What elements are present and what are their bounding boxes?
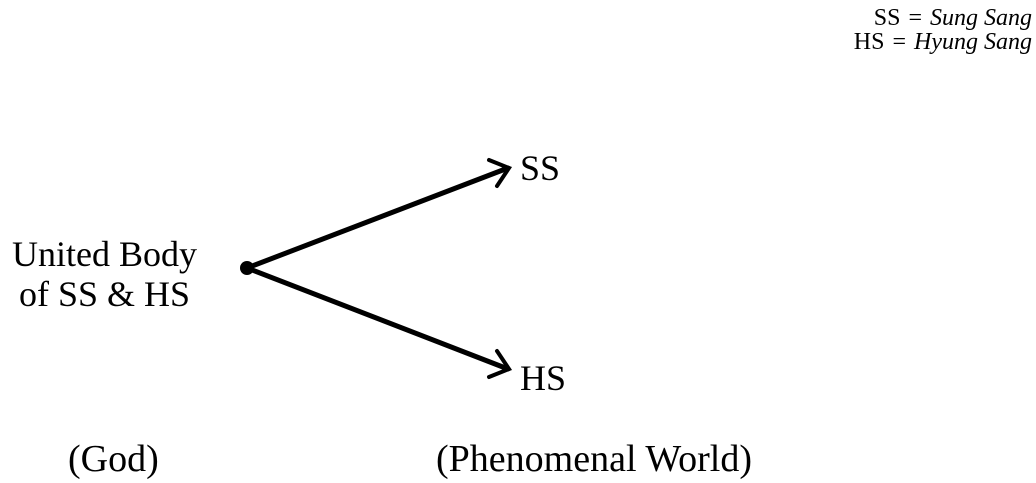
target-node-ss: SS [520, 148, 561, 188]
legend-abbr: SS [873, 5, 901, 31]
target-node-hs: HS [520, 358, 567, 398]
legend-equals: = [892, 29, 907, 55]
legend: SS=Sung Sang HS=Hyung Sang [854, 6, 1032, 54]
legend-row-hs: HS = Hyung Sang [854, 30, 1032, 54]
origin-dot [240, 261, 254, 275]
arrowhead-ss-icon [487, 158, 513, 188]
legend-full-name: Sung Sang [930, 5, 1032, 31]
source-label-line-2: of SS & HS [18, 274, 191, 314]
legend-equals: = [908, 5, 922, 31]
legend-full-name: Hyung Sang [914, 29, 1032, 55]
legend-abbr: HS [853, 29, 885, 55]
legend-row-ss: SS = Sung Sang [854, 6, 1032, 30]
arrow-to-ss [244, 158, 513, 271]
arrow-to-hs [244, 265, 513, 379]
caption-god: (God) [68, 438, 159, 480]
caption-phenomenal-world: (Phenomenal World) [436, 438, 753, 480]
source-node-label: United Body of SS & HS [12, 234, 197, 314]
source-label-line-1: United Body [12, 234, 197, 274]
arrowhead-hs-icon [487, 349, 513, 379]
